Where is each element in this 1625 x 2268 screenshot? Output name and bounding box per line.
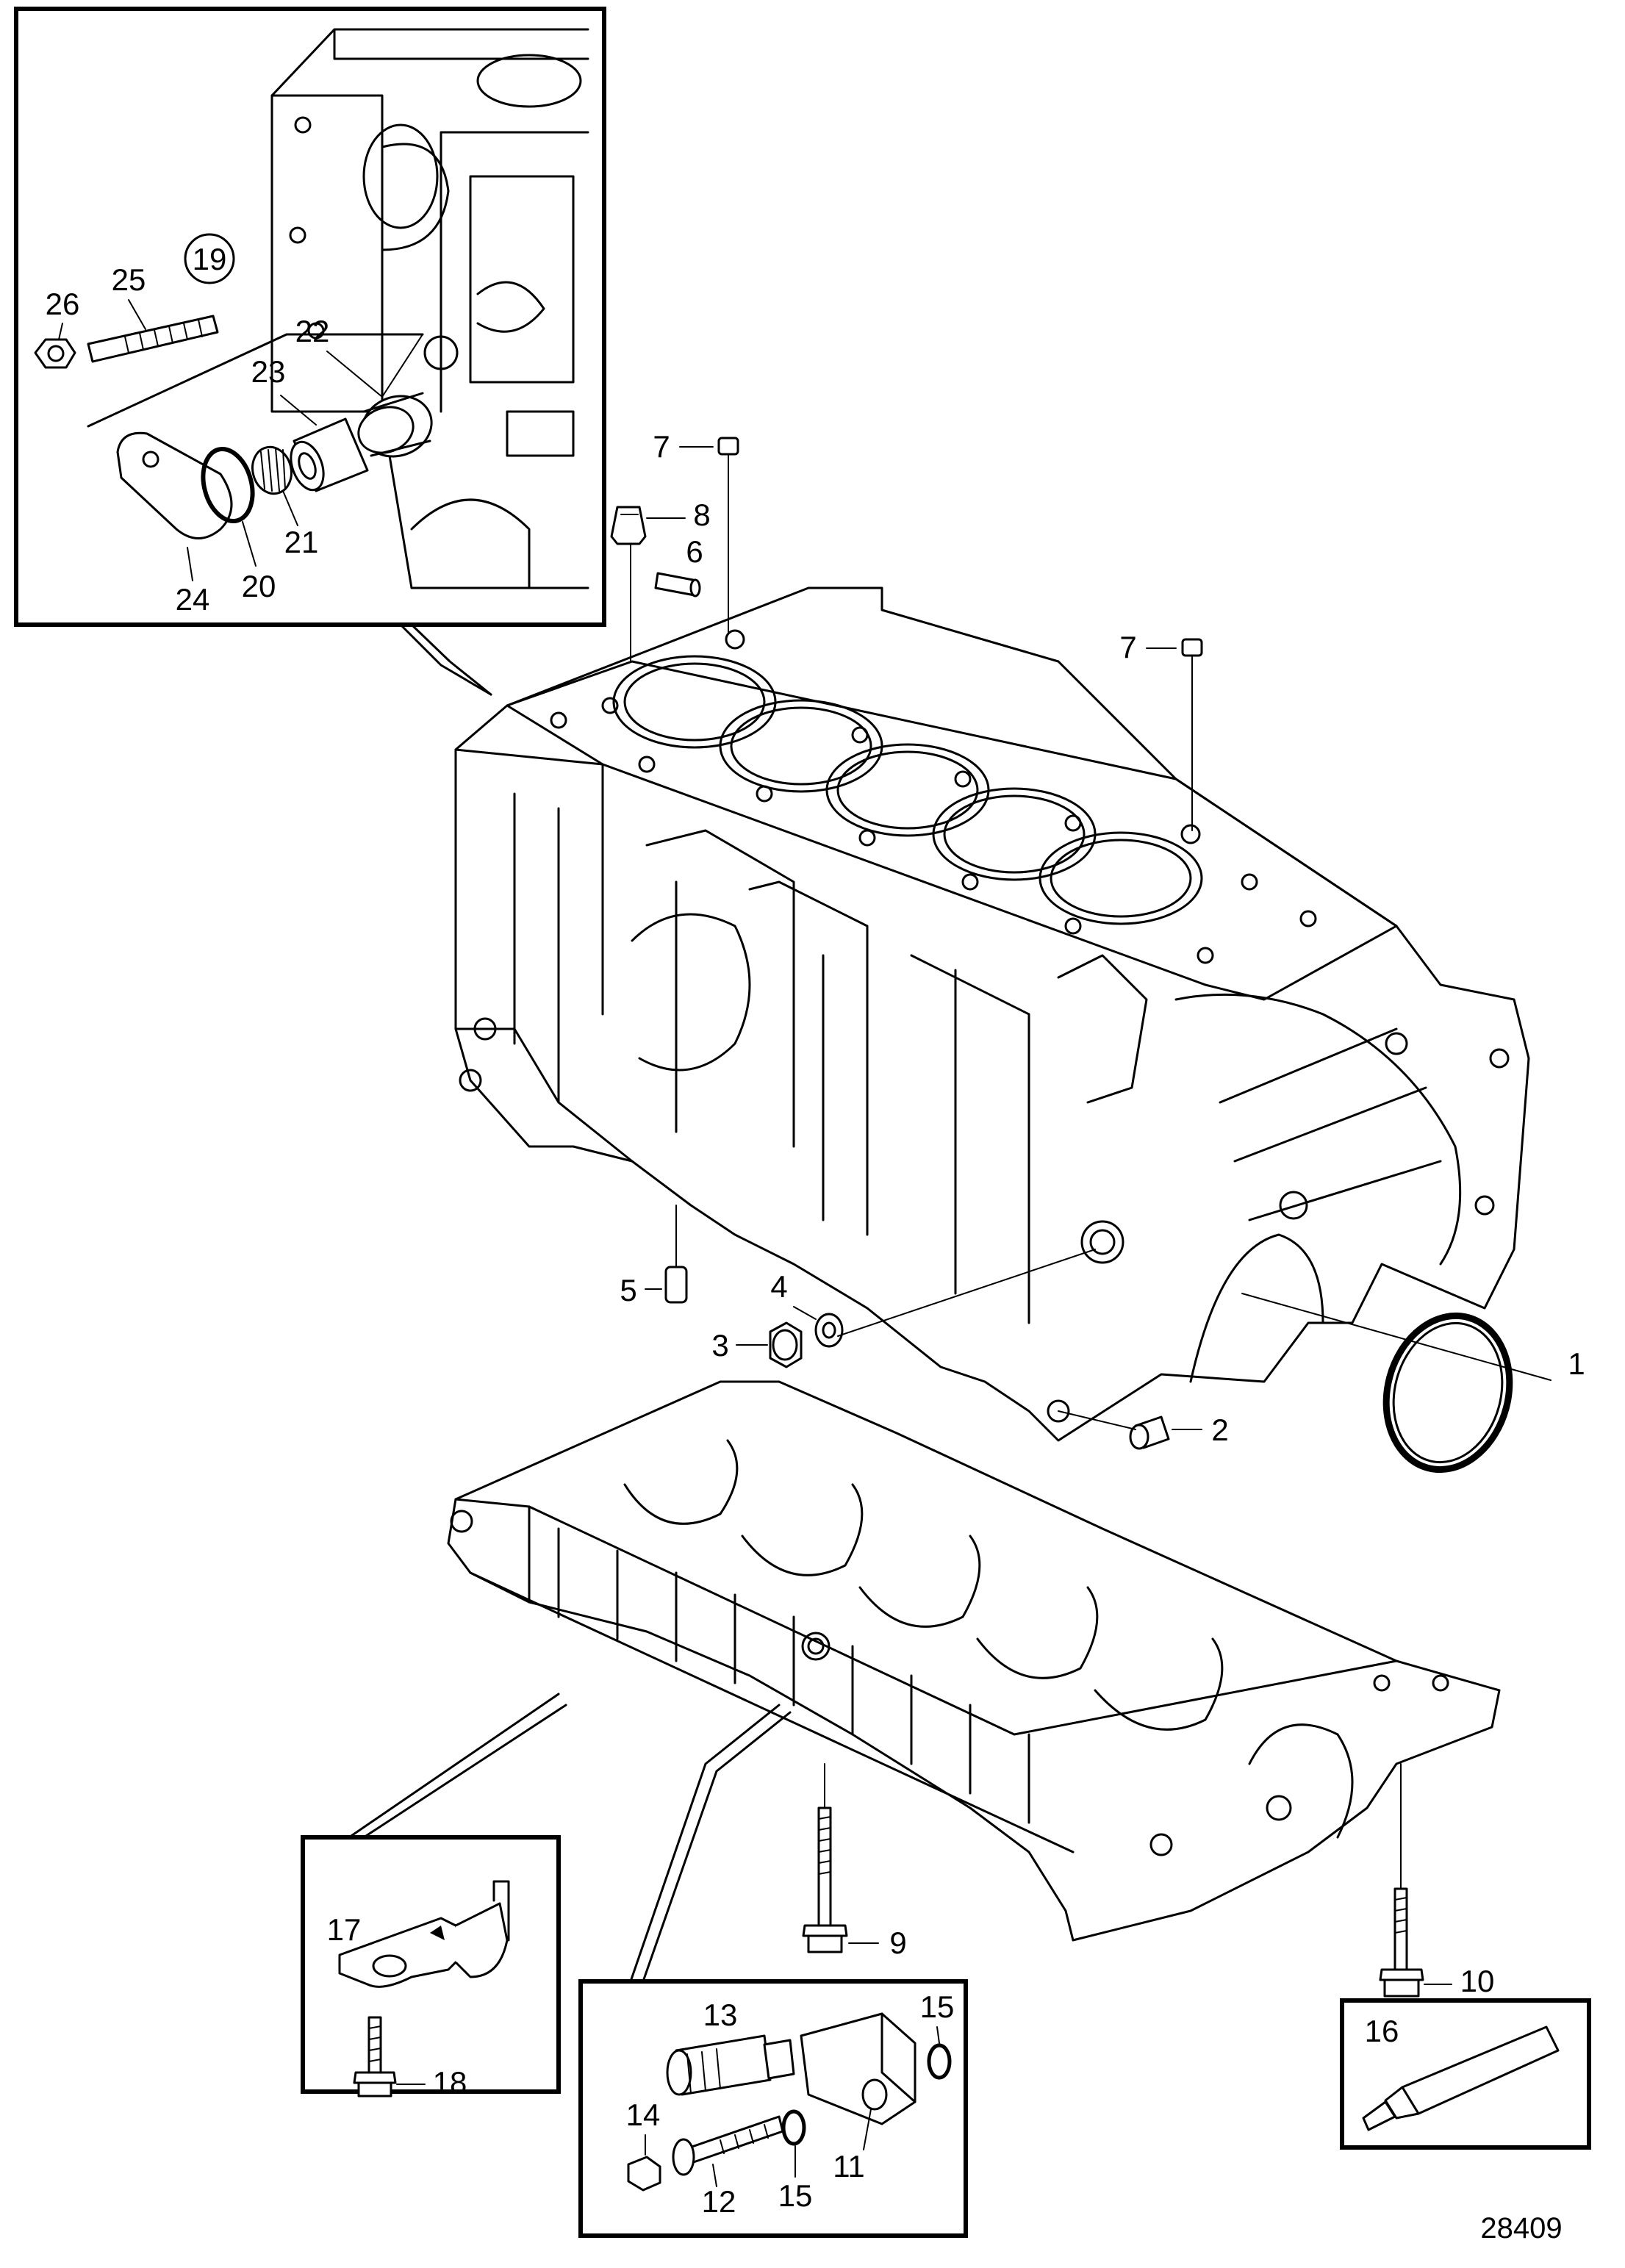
part-16-sealant-tube [1362,2025,1560,2131]
part-24-cover [116,431,233,539]
detail-inset-16: 16 [1340,1998,1591,2150]
callout-20: 20 [242,569,276,603]
bearing-saddle-5 [1094,1637,1224,1731]
part-15-washer-a [927,2043,952,2080]
callout-12: 12 [702,2184,736,2219]
cylinder-bore-1 [612,655,777,749]
bearing-carrier-lower [447,1380,1501,1942]
part-9-bolt [802,1763,848,1953]
callout-6: 6 [686,534,703,569]
callout-7b: 7 [1119,630,1136,664]
callout-4: 4 [770,1269,787,1304]
part-14-plug [627,2156,661,2192]
callout-10: 10 [1460,1964,1495,1998]
part-17-bracket [338,1880,510,1988]
bearing-saddle-4 [976,1586,1099,1679]
bearing-saddle-3 [858,1535,981,1628]
callout-24: 24 [176,582,210,617]
part-23-shaft [290,417,369,492]
inset-frame-17-18 [301,1835,561,2094]
inset-frame-top [14,7,606,627]
detail-inset-11-15: 13 11 15 15 12 14 [578,1704,968,2238]
bearing-saddle-1 [623,1439,739,1525]
detail-inset-top-left: 19 26 25 24 20 21 [14,7,606,696]
detail-inset-17-18: 17 18 [301,1693,567,2100]
cylinder-bore-2 [719,699,883,793]
callout-23: 23 [251,354,286,389]
callout-circle-19 [184,233,235,284]
callout-15a: 15 [920,1989,955,2024]
part-7-dowel-a [717,437,739,633]
part-7-dowel-b [1181,638,1203,831]
part-20-oring [201,446,255,524]
part-10-bolt [1379,1763,1424,1998]
part-18-bolt [353,2016,397,2097]
callout-26: 26 [46,287,80,321]
callout-14: 14 [626,2097,661,2132]
part-11-housing [800,2012,916,2125]
inset-frame-11-15 [578,1979,968,2238]
callout-16: 16 [1365,2014,1399,2048]
callout-13: 13 [703,1998,738,2032]
inset-block-sketch [270,28,589,589]
part-4-washer [814,1313,844,1348]
callout-5: 5 [620,1273,636,1307]
inset-leader-top [399,623,492,696]
callout-2: 2 [1211,1413,1228,1447]
callout-25: 25 [112,262,146,297]
part-6-pin [654,572,701,597]
part-12-banjo-bolt [672,2115,784,2176]
cylinder-bore-4 [932,787,1097,881]
bearing-saddle-2 [741,1483,864,1576]
part-22-bushing [357,392,433,458]
figure-reference-number: 28409 [1480,2212,1562,2244]
callout-19: 19 [193,242,227,276]
callout-8: 8 [693,498,710,532]
callout-7a: 7 [653,429,670,464]
part-25-stud [87,315,219,363]
part-15-washer-b [781,2109,806,2146]
inset-frame-16 [1340,1998,1591,2150]
carrier-outline [447,1380,1501,1942]
callout-17: 17 [327,1912,362,1947]
part-13-pressure-sensor [666,2034,795,2096]
part-8-clip [610,506,647,662]
callout-11: 11 [833,2149,865,2183]
callout-1: 1 [1568,1346,1585,1381]
part-3-plug [769,1249,1096,1368]
part-26-nut [34,338,76,369]
callout-22: 22 [295,314,330,348]
engine-block-upper [454,586,1530,1442]
part-1-seal-ring [1241,1293,1552,1474]
part-21-needle-bearing [251,445,293,495]
callout-9: 9 [889,1926,906,1960]
callout-3: 3 [711,1328,728,1363]
callout-21: 21 [284,525,319,559]
part-2-sleeve [1058,1410,1170,1450]
cylinder-bore-5 [1039,831,1203,925]
part-5-dowel [664,1205,688,1304]
callout-18: 18 [433,2065,467,2100]
cylinder-bore-3 [825,743,990,837]
callout-15b: 15 [778,2178,813,2213]
